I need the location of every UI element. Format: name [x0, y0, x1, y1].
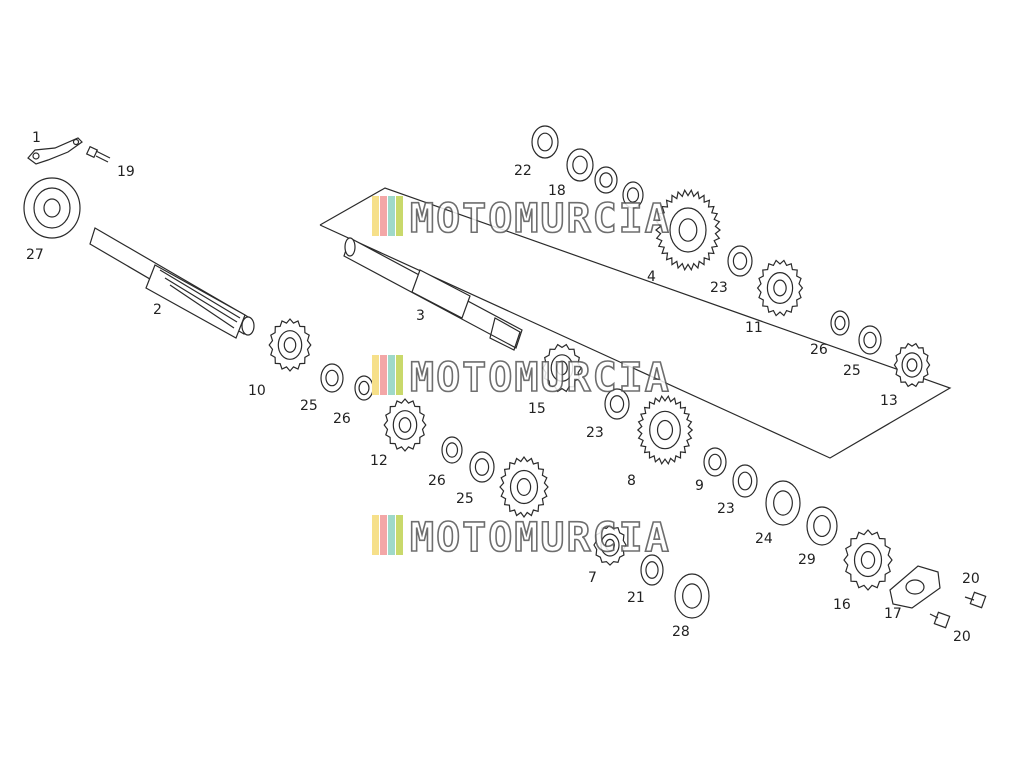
washer-22 — [531, 125, 559, 159]
callout-17: 17 — [884, 606, 902, 622]
callout-15: 15 — [528, 401, 546, 417]
callout-13: 13 — [880, 393, 898, 409]
washer-23b — [604, 388, 630, 420]
gear-15 — [542, 343, 582, 393]
gear-4 — [655, 188, 721, 272]
callout-19: 19 — [117, 164, 135, 180]
bearing-24 — [765, 480, 801, 526]
part-bolt-20a — [964, 591, 987, 609]
callout-29: 29 — [798, 552, 816, 568]
ring-18b — [594, 166, 618, 194]
callout-10: 10 — [248, 383, 266, 399]
gear-set — [268, 188, 931, 591]
callout-20: 20 — [953, 629, 971, 645]
callout-26: 26 — [428, 473, 446, 489]
gear-8 — [636, 394, 694, 466]
callout-25: 25 — [300, 398, 318, 414]
washer-23a — [727, 245, 753, 277]
callout-1: 1 — [32, 130, 41, 146]
callout-labels: 1 19 27 2 10 25 26 12 26 25 22 18 4 23 11 26 25 13 3 15 23 8 9… — [26, 130, 980, 645]
ring-9 — [703, 447, 727, 477]
part-bolt-20b — [929, 611, 951, 629]
part-bracket-1 — [27, 137, 83, 165]
callout-27: 27 — [26, 247, 44, 263]
callout-25: 25 — [456, 491, 474, 507]
callout-7: 7 — [588, 570, 597, 586]
circlip-26b — [441, 436, 463, 464]
bearing-28 — [674, 573, 710, 619]
callout-28: 28 — [672, 624, 690, 640]
gear-16 — [843, 529, 893, 591]
washer-23c — [732, 464, 758, 498]
watermark-group: MOTOMURCIA MOTOMURCIA MOTOMURCIA — [372, 195, 671, 562]
callout-18: 18 — [548, 183, 566, 199]
callout-21: 21 — [627, 590, 645, 606]
part-bearing-27 — [23, 177, 81, 239]
callout-20: 20 — [962, 571, 980, 587]
watermark-stripe — [388, 196, 395, 236]
circlip-26c — [830, 310, 850, 336]
circlip-26a — [354, 375, 374, 401]
callout-22: 22 — [514, 163, 532, 179]
callout-24: 24 — [755, 531, 773, 547]
watermark-2: MOTOMURCIA — [372, 354, 671, 402]
bearing-18 — [566, 148, 594, 182]
callout-2: 2 — [153, 302, 162, 318]
ring-18c — [622, 181, 644, 209]
callout-23: 23 — [710, 280, 728, 296]
watermark-stripe — [396, 515, 403, 555]
watermark-text: MOTOMURCIA — [410, 196, 671, 242]
watermark-stripe — [380, 196, 387, 236]
washer-21 — [640, 554, 664, 586]
assembly-outline — [319, 187, 952, 459]
gear-6 — [499, 455, 549, 519]
watermark-stripe — [372, 196, 379, 236]
callout-26: 26 — [333, 411, 351, 427]
watermark-text: MOTOMURCIA — [410, 355, 671, 401]
washer-25c — [858, 325, 882, 355]
part-primary-shaft-2 — [89, 227, 255, 339]
washer-25b — [469, 451, 495, 483]
part-plate-17 — [889, 565, 941, 609]
part-secondary-shaft-3 — [343, 237, 523, 351]
watermark-1: MOTOMURCIA — [372, 195, 671, 243]
watermark-stripe — [396, 355, 403, 395]
watermark-stripe — [388, 515, 395, 555]
washer-25a — [320, 363, 344, 393]
gear-13 — [893, 342, 931, 388]
watermark-stripe — [380, 355, 387, 395]
washer-set — [320, 125, 882, 619]
gear-12 — [383, 398, 427, 452]
part-bolt-19 — [85, 145, 111, 163]
callout-16: 16 — [833, 597, 851, 613]
gear-7 — [593, 524, 627, 566]
ring-29 — [806, 506, 838, 546]
callout-11: 11 — [745, 320, 763, 336]
watermark-stripe — [380, 515, 387, 555]
callout-8: 8 — [627, 473, 636, 489]
watermark-text: MOTOMURCIA — [410, 515, 671, 561]
callout-12: 12 — [370, 453, 388, 469]
watermark-stripe — [388, 355, 395, 395]
callout-23: 23 — [586, 425, 604, 441]
callout-23: 23 — [717, 501, 735, 517]
watermark-stripe — [372, 515, 379, 555]
gear-11 — [756, 259, 804, 317]
callout-4: 4 — [647, 269, 656, 285]
gear-10 — [268, 318, 312, 372]
callout-3: 3 — [416, 308, 425, 324]
watermark-3: MOTOMURCIA — [372, 514, 671, 562]
callout-25: 25 — [843, 363, 861, 379]
callout-9: 9 — [695, 478, 704, 494]
watermark-stripe — [372, 355, 379, 395]
callout-26: 26 — [810, 342, 828, 358]
watermark-stripe — [396, 196, 403, 236]
